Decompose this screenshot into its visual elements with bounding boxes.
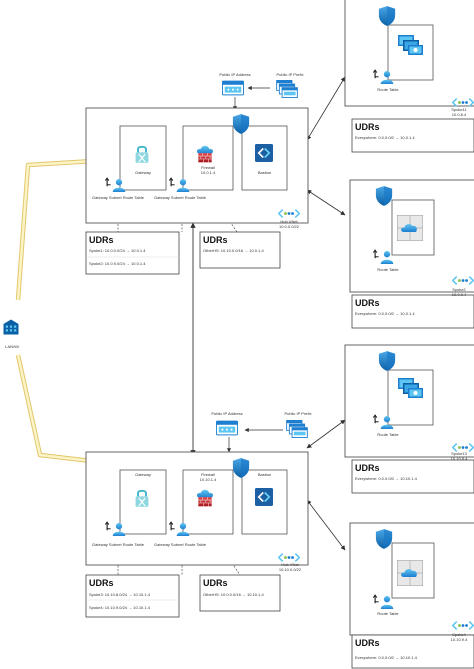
- firewall-label: Firewall 10.0.1.4: [200, 165, 216, 175]
- udr-title: UDRs: [355, 463, 380, 473]
- udr-entry: OtherHS: 10.10.0.0/16 → 10.0.1.4: [203, 248, 264, 253]
- udr-entry: Everywhere: 0.0.0.0/0 → 10.10.1.4: [355, 476, 417, 481]
- subnet-route-table-label: Gateway Subnet Route Table: [154, 195, 206, 200]
- app-service-cloud-icon: [397, 215, 423, 241]
- route-table-label: Route Table: [377, 432, 399, 437]
- public-ip-prefix-label: Public IP Prefix: [284, 411, 312, 416]
- udr-title: UDRs: [89, 578, 114, 588]
- udr-title: UDRs: [355, 298, 380, 308]
- gateway-label: Gateway: [135, 472, 151, 477]
- public-ip-prefix-icon: [276, 80, 298, 98]
- udr-boxes: [85, 118, 474, 669]
- udr-title: UDRs: [203, 578, 228, 588]
- public-ip-address-label: Public IP Address: [211, 411, 243, 416]
- gateway-label: Gateway: [135, 170, 151, 175]
- public-ip-prefix-icon: [286, 420, 308, 438]
- udr-entry: OtherHS: 10.0.0.0/16 → 10.10.1.4: [203, 592, 264, 597]
- route-table-label: Route Table: [377, 87, 399, 92]
- bastion-label: Bastion: [257, 472, 272, 477]
- udr-title: UDRs: [89, 235, 114, 245]
- hub-vnet-label: Hub VNet 10.10.0.0/22: [278, 562, 302, 572]
- gateway-route-table-label: Gateway Subnet Route Table: [92, 195, 144, 200]
- udr-entry: Everywhere: 0.0.0.0/0 → 10.0.1.4: [355, 135, 415, 140]
- app-service-cloud-icon: [397, 560, 423, 586]
- bastion-icon: [255, 144, 273, 162]
- spoke-vnet-label: Spoke4 10.10.9.4: [450, 632, 468, 642]
- spoke-vnet-label: Spoke11 10.0.8.4: [451, 107, 467, 117]
- hub-vnet-label: Hub VNet 10.0.0.0/22: [278, 219, 300, 229]
- firewall-label: Firewall 10.10.1.4: [199, 472, 217, 482]
- udr-entry: Spoke3: 10.10.8.0/24 → 10.10.1.4: [89, 592, 150, 597]
- spoke-vnet-3: [344, 344, 474, 458]
- public-ip-links: [226, 85, 283, 453]
- public-ip-prefix-label: Public IP Prefix: [276, 72, 304, 77]
- hub-to-spoke-peerings: [306, 76, 346, 551]
- udr-title: UDRs: [355, 122, 380, 132]
- udr-title: UDRs: [355, 638, 380, 648]
- udr-entry: Everywhere: 0.0.0.0/0 → 10.0.1.4: [355, 311, 415, 316]
- public-ip-address-icon: [222, 80, 244, 96]
- udr-dividers: [86, 256, 179, 601]
- public-ip-address-icon: [216, 420, 238, 436]
- bastion-icon: [255, 488, 273, 506]
- spoke-vnet-1: [344, 0, 474, 107]
- route-table-label: Route Table: [377, 611, 399, 616]
- public-ip-address-label: Public IP Address: [219, 72, 251, 77]
- expressroute-connection-bottom: [15, 354, 112, 469]
- udr-entry: Spoke2: 10.0.9.0/24 → 10.0.1.4: [89, 261, 146, 266]
- on-premises-building-icon: [3, 319, 19, 335]
- hub-vnet-2: [85, 451, 309, 566]
- hub-vnet-1: [85, 107, 309, 224]
- subnet-route-table-label: Gateway Subnet Route Table: [154, 542, 206, 547]
- bastion-label: Bastion: [257, 170, 272, 175]
- spoke-vnet-label: Spoke2 10.0.9.4: [451, 287, 467, 297]
- onprem-label: LAN/Wi: [5, 344, 19, 349]
- udr-entry: Everywhere: 0.0.0.0/0 → 10.10.1.4: [355, 655, 417, 660]
- udr-title: UDRs: [203, 235, 228, 245]
- udr-entry: Spoke4: 10.10.9.0/24 → 10.10.1.4: [89, 605, 150, 610]
- udr-entry: Spoke1: 10.0.0.0/24 → 10.0.1.4: [89, 248, 146, 253]
- route-table-label: Route Table: [377, 267, 399, 272]
- spoke-vnet-2: [349, 179, 474, 293]
- spoke-vnet-label: Spoke13 10.10.8.4: [450, 451, 468, 461]
- gateway-route-table-label: Gateway Subnet Route Table: [92, 542, 144, 547]
